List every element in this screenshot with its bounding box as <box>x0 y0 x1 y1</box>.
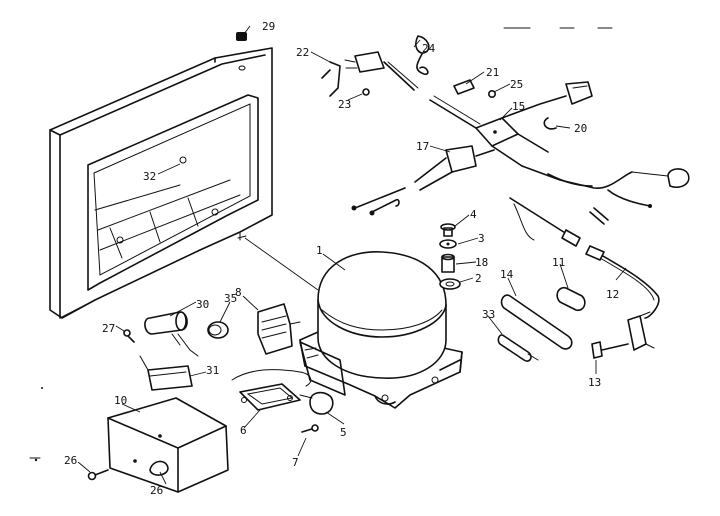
leader-frame-compressor <box>244 237 319 291</box>
label-part-31: 26 <box>150 484 163 497</box>
part-15-junction <box>429 81 593 167</box>
grommet-stack <box>439 223 461 290</box>
part-33-screw <box>87 469 109 481</box>
label-part-10: 10 <box>114 394 127 407</box>
label-part-4: 4 <box>470 208 477 221</box>
label-part-8: 8 <box>235 286 242 299</box>
label-part-20: 20 <box>574 122 587 135</box>
label-part-35: 35 <box>224 292 237 305</box>
label-part-2: 2 <box>475 272 482 285</box>
stray-mark <box>41 387 43 389</box>
label-part-26b: 30 <box>196 298 209 311</box>
part-labels: 29 32 22 23 24 21 25 15 20 17 4 3 18 2 1… <box>64 20 619 497</box>
compressor <box>299 251 463 409</box>
part-11-cylinder <box>556 286 586 312</box>
label-part-27: 32 <box>143 170 156 183</box>
label-part-3: 3 <box>478 232 485 245</box>
part-13-connector <box>591 311 655 359</box>
stray-mark <box>34 458 38 462</box>
part-7-screw <box>301 424 319 433</box>
part-10-cover <box>107 397 229 493</box>
label-part-13: 13 <box>588 376 601 389</box>
label-part-1: 1 <box>316 244 323 257</box>
part-8-relay-box <box>257 303 301 355</box>
label-part-15: 15 <box>512 100 525 113</box>
label-part-33: 26 <box>64 454 77 467</box>
part-23-screw <box>362 88 370 96</box>
label-part-18: 18 <box>475 256 488 269</box>
part-26-capacitor <box>144 311 199 357</box>
label-part-30: 27 <box>102 322 115 335</box>
label-part-24: 24 <box>422 42 436 55</box>
part-25-screw <box>487 90 496 99</box>
label-part-21: 21 <box>486 66 499 79</box>
part-30-screw <box>123 329 135 343</box>
part-22-bracket <box>321 61 341 97</box>
label-part-5: 5 <box>340 426 347 439</box>
power-cord <box>521 165 690 225</box>
part-29-bracket <box>139 355 193 391</box>
label-part-29: 31 <box>206 364 219 377</box>
label-part-12: 12 <box>606 288 619 301</box>
label-part-7: 7 <box>292 456 299 469</box>
label-part-28: 29 <box>262 20 275 33</box>
label-part-25: 25 <box>510 78 523 91</box>
part-17-connector <box>414 145 495 191</box>
label-part-17: 17 <box>416 140 429 153</box>
label-part-11: 11 <box>552 256 565 269</box>
part-35-disc <box>207 321 229 339</box>
part-20-clip <box>543 117 557 130</box>
part-5-relay <box>299 391 334 415</box>
label-part-6: 6 <box>240 424 247 437</box>
part-28-screw <box>236 32 247 71</box>
heater-wire <box>509 197 660 319</box>
cabinet-frame <box>49 47 273 319</box>
part-6-bracket <box>231 369 312 411</box>
part-32-tube <box>497 334 539 362</box>
part-21-clip <box>453 79 475 95</box>
terminal-plug <box>344 51 419 91</box>
label-part-23: 23 <box>338 98 351 111</box>
label-part-22: 22 <box>296 46 309 59</box>
label-part-14: 14 <box>500 268 514 281</box>
label-part-32: 33 <box>482 308 495 321</box>
wire-leads <box>351 187 406 216</box>
part-14-tube <box>500 294 573 350</box>
leader-lines <box>77 25 627 485</box>
